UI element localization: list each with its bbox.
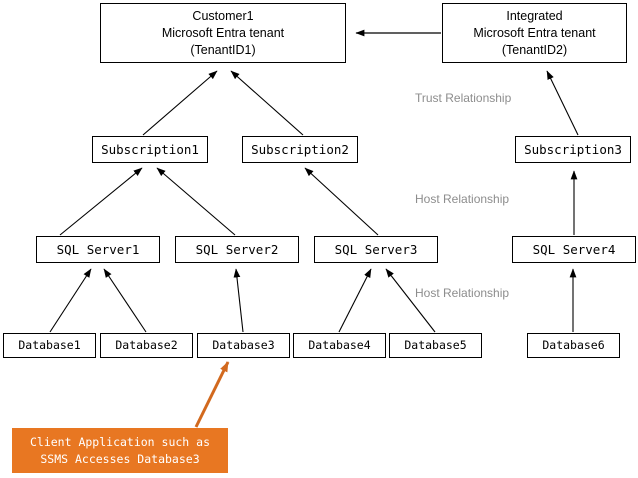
node-sql-server4[interactable]: SQL Server4: [512, 236, 636, 263]
label-host-relationship-lower: Host Relationship: [415, 286, 510, 300]
node-subscription3[interactable]: Subscription3: [515, 136, 631, 163]
edge-subscription2-to-customer1: [230, 70, 304, 136]
integrated-tenant-line-1: Integrated: [506, 8, 563, 23]
node-database4[interactable]: Database4: [293, 333, 386, 358]
edge-sqlserver3-to-subscription2: [304, 167, 379, 236]
node-sql-server3[interactable]: SQL Server3: [314, 236, 438, 263]
edge-subscription3-to-integrated: [546, 70, 579, 136]
edge-callout-to-database3: [194, 361, 230, 428]
node-customer-tenant[interactable]: Customer1 Microsoft Entra tenant (Tenant…: [100, 3, 346, 63]
edge-sqlserver2-to-subscription1: [156, 167, 236, 236]
edge-database5-to-sqlserver3: [385, 268, 436, 333]
label-host-relationship-upper: Host Relationship: [415, 192, 510, 206]
node-database3[interactable]: Database3: [197, 333, 290, 358]
node-integrated-tenant[interactable]: Integrated Microsoft Entra tenant (Tenan…: [442, 3, 627, 63]
edge-sqlserver1-to-subscription1: [59, 167, 143, 236]
callout-line-2: SSMS Accesses Database3: [40, 451, 200, 466]
node-sql-server2[interactable]: SQL Server2: [175, 236, 299, 263]
customer-tenant-line-2: Microsoft Entra tenant: [161, 25, 285, 40]
node-database5[interactable]: Database5: [389, 333, 482, 358]
customer-tenant-line-3: (TenantID1): [190, 42, 256, 57]
customer-tenant-line-1: Customer1: [192, 8, 254, 23]
integrated-tenant-line-2: Microsoft Entra tenant: [473, 25, 596, 40]
integrated-tenant-line-3: (TenantID2): [501, 42, 568, 57]
node-database2[interactable]: Database2: [100, 333, 193, 358]
edge-subscription1-to-customer1: [142, 70, 218, 136]
edge-database1-to-sqlserver1: [49, 268, 92, 333]
node-database6[interactable]: Database6: [527, 333, 620, 358]
callout-line-1: Client Application such as: [29, 434, 210, 449]
node-subscription2[interactable]: Subscription2: [242, 136, 358, 163]
edge-database2-to-sqlserver1: [103, 268, 147, 333]
label-trust-relationship: Trust Relationship: [415, 91, 512, 105]
edge-database4-to-sqlserver3: [338, 268, 372, 333]
node-subscription1[interactable]: Subscription1: [92, 136, 208, 163]
callout-client-application[interactable]: Client Application such as SSMS Accesses…: [12, 428, 228, 473]
node-database1[interactable]: Database1: [3, 333, 96, 358]
edge-database3-to-sqlserver2: [233, 268, 244, 333]
node-sql-server1[interactable]: SQL Server1: [36, 236, 160, 263]
